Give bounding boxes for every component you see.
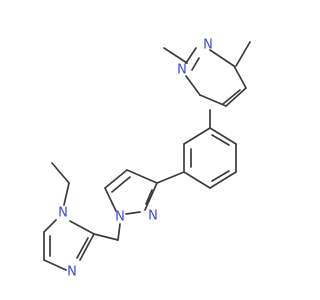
bond <box>104 187 117 212</box>
phenyl-ring <box>183 109 237 189</box>
methyl-bond <box>235 41 251 67</box>
bond <box>144 182 158 211</box>
atom-label-n: N <box>177 63 187 78</box>
bond <box>79 233 95 261</box>
bond <box>233 65 247 89</box>
bond <box>104 169 128 189</box>
atom-labels: N N N N N N <box>58 38 213 280</box>
atom-label-n: N <box>67 265 77 280</box>
bond <box>69 220 95 235</box>
bond <box>185 47 197 64</box>
atom-label-n: N <box>58 206 68 221</box>
bond <box>185 75 201 96</box>
bond <box>43 259 67 271</box>
atom-label-n: N <box>148 209 158 224</box>
bond <box>93 233 119 241</box>
ethyl-group <box>51 162 70 206</box>
bond <box>126 169 158 184</box>
bond <box>145 189 153 205</box>
bond <box>63 182 70 206</box>
bond <box>156 171 185 184</box>
bond <box>111 176 131 193</box>
bond <box>76 237 89 259</box>
pyrazole-ring <box>104 169 185 215</box>
bond <box>183 127 211 145</box>
bond <box>183 171 211 189</box>
bond <box>211 170 230 182</box>
bond <box>43 219 57 233</box>
bond <box>209 127 237 145</box>
bond <box>51 162 70 184</box>
bond <box>117 223 121 241</box>
imidazole-ring <box>43 219 95 271</box>
bond <box>211 134 230 146</box>
pyrimidine-methyl-groups <box>163 41 251 67</box>
bond <box>199 94 227 107</box>
atom-label-n: N <box>115 210 125 225</box>
methyl-bond <box>163 47 188 64</box>
bond <box>222 89 241 105</box>
bond <box>225 87 247 107</box>
bond <box>125 211 141 215</box>
atom-label-n: N <box>203 38 213 53</box>
bond <box>209 171 237 189</box>
chemical-structure-diagram: N N N N N N <box>43 37 251 280</box>
pyrimidine-ring <box>185 47 247 107</box>
methylene-linker <box>93 223 121 241</box>
bond <box>209 49 235 67</box>
bond <box>191 57 200 71</box>
